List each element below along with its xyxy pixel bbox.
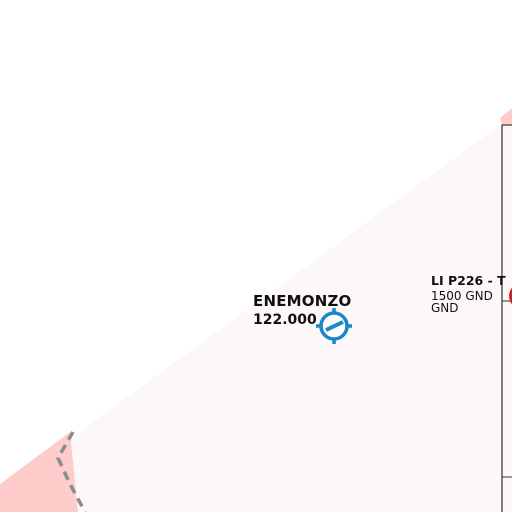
restricted-zone-title: LI P226 - T	[431, 273, 506, 288]
restricted-area-top-right	[500, 108, 512, 124]
airspace-area	[0, 118, 512, 512]
restricted-zone-border	[501, 124, 512, 512]
airfield-icon[interactable]	[316, 308, 352, 344]
restricted-area-bottom-left	[0, 432, 78, 512]
restricted-zone-upper-limit: 1500 GND	[431, 289, 493, 303]
airfield-frequency-label: 122.000	[253, 312, 317, 328]
restricted-zone-lower-limit: GND	[431, 301, 459, 315]
airfield-name-label: ENEMONZO	[253, 292, 352, 310]
airspace-boundary-dashed	[56, 431, 87, 512]
red-circle-marker[interactable]	[509, 283, 512, 309]
